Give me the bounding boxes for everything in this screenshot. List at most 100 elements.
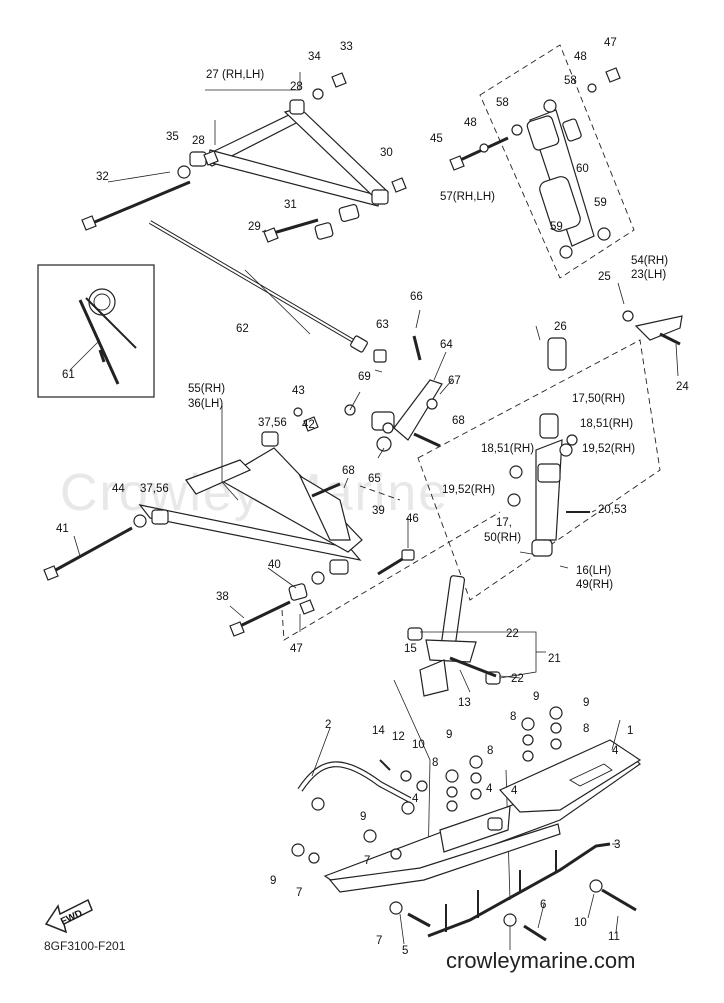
label-21: 21 xyxy=(548,653,561,665)
label-32: 32 xyxy=(96,171,109,183)
label-16: 16(LH) xyxy=(576,565,611,577)
label-3756a: 37,56 xyxy=(258,417,287,429)
label-65: 65 xyxy=(368,473,381,485)
label-58a: 58 xyxy=(564,75,577,87)
bolt-38 xyxy=(235,600,291,630)
label-4a: 4 xyxy=(612,745,619,757)
label-5: 5 xyxy=(402,945,408,957)
label-41: 41 xyxy=(56,523,69,535)
dash-connector-2 xyxy=(359,485,401,501)
label-42: 42 xyxy=(302,419,315,431)
bolt-29 xyxy=(269,218,319,236)
lower-a-arm xyxy=(138,431,363,601)
label-8b: 8 xyxy=(583,723,589,735)
label-7c: 7 xyxy=(376,935,382,947)
label-18a: 18,51(RH) xyxy=(580,418,633,430)
label-9a: 9 xyxy=(533,691,539,703)
label-59a: 59 xyxy=(594,197,607,209)
label-14: 14 xyxy=(372,725,385,737)
label-59b: 59 xyxy=(550,221,563,233)
label-9d: 9 xyxy=(360,811,366,823)
bolt-41 xyxy=(51,526,133,574)
label-62: 62 xyxy=(236,323,249,335)
tie-rod-62 xyxy=(148,220,387,363)
label-8d: 8 xyxy=(432,757,438,769)
label-3756b: 37,56 xyxy=(140,483,169,495)
label-28a: 28 xyxy=(290,81,303,93)
label-45: 45 xyxy=(430,133,443,145)
label-1: 1 xyxy=(627,725,633,737)
bolt-46 xyxy=(377,556,405,576)
label-15: 15 xyxy=(404,643,417,655)
label-43: 43 xyxy=(292,385,305,397)
label-63: 63 xyxy=(376,319,389,331)
fwd-label: FWD xyxy=(59,908,84,928)
label-68a: 68 xyxy=(452,415,465,427)
runner-3 xyxy=(427,842,611,938)
fwd-arrow-icon: FWD xyxy=(44,898,93,934)
label-61: 61 xyxy=(62,369,75,381)
label-4c: 4 xyxy=(486,783,493,795)
website-text: crowleymarine.com xyxy=(446,948,636,973)
label-9c: 9 xyxy=(446,729,452,741)
label-40: 40 xyxy=(268,559,281,571)
nut-47b xyxy=(299,599,315,615)
label-47a: 47 xyxy=(604,37,617,49)
label-69: 69 xyxy=(358,371,371,383)
label-44: 44 xyxy=(112,483,125,495)
label-19a: 19,52(RH) xyxy=(582,443,635,455)
label-60: 60 xyxy=(576,163,589,175)
shock-absorber-57 xyxy=(449,44,635,279)
label-33: 33 xyxy=(340,41,353,53)
label-57: 57(RH,LH) xyxy=(440,191,495,203)
label-48b: 48 xyxy=(464,117,477,129)
label-39: 39 xyxy=(372,505,385,517)
label-34: 34 xyxy=(308,51,321,63)
ski-1 xyxy=(323,739,642,893)
label-9b: 9 xyxy=(583,697,589,709)
label-2: 2 xyxy=(325,719,331,731)
inset-61 xyxy=(37,264,155,398)
label-22b: 22 xyxy=(511,673,524,685)
nut-33 xyxy=(331,72,347,88)
label-13: 13 xyxy=(458,697,471,709)
label-12: 12 xyxy=(392,731,405,743)
label-20: 20,53 xyxy=(598,504,627,516)
label-36: 36(LH) xyxy=(188,398,223,410)
label-58b: 58 xyxy=(496,97,509,109)
label-47b: 47 xyxy=(290,643,303,655)
label-7a: 7 xyxy=(296,887,302,899)
label-7b: 7 xyxy=(364,855,370,867)
upper-a-arm xyxy=(189,99,390,240)
label-31: 31 xyxy=(284,199,297,211)
label-25: 25 xyxy=(598,271,611,283)
label-68b: 68 xyxy=(342,465,355,477)
label-49: 49(RH) xyxy=(576,579,613,591)
label-30: 30 xyxy=(380,147,393,159)
callout-labels: 1 2 3 4 4 4 4 5 6 7 7 7 8 8 8 8 9 9 9 9 … xyxy=(56,37,689,957)
label-64: 64 xyxy=(440,339,453,351)
ski-column xyxy=(407,575,546,697)
diagram-code: 8GF3100-F201 xyxy=(44,939,126,953)
bolt-32 xyxy=(81,150,219,231)
label-19b: 19,52(RH) xyxy=(442,484,495,496)
leader-a xyxy=(393,679,431,871)
label-29: 29 xyxy=(248,221,261,233)
label-67: 67 xyxy=(448,375,461,387)
label-24: 24 xyxy=(676,381,689,393)
label-26: 26 xyxy=(554,321,567,333)
label-28b: 28 xyxy=(192,135,205,147)
label-10b: 10 xyxy=(574,917,587,929)
nut-42 xyxy=(303,416,319,432)
bolt-68b xyxy=(311,482,341,498)
label-8c: 8 xyxy=(487,745,493,757)
label-17b: 17,50(RH) xyxy=(572,393,625,405)
ski-hardware xyxy=(291,706,637,942)
label-38: 38 xyxy=(216,591,229,603)
label-9e: 9 xyxy=(270,875,276,887)
steering-lever-54 xyxy=(622,310,683,346)
washer-44 xyxy=(133,514,147,528)
label-17a: 17, xyxy=(496,517,512,529)
